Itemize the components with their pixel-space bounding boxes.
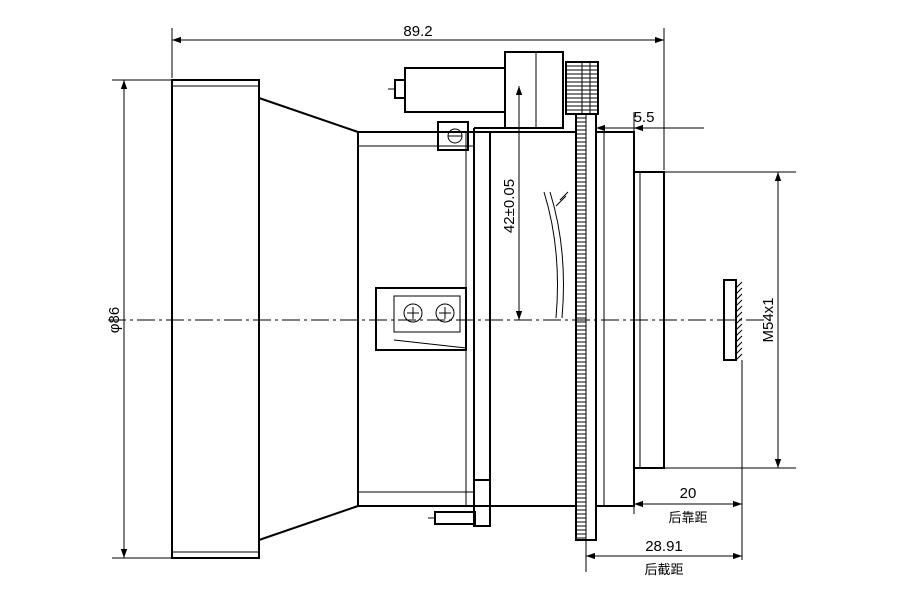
dim-back-intercept: 28.91 后截距 xyxy=(585,538,742,578)
height-tolerance-label: 42±0.05 xyxy=(501,179,518,233)
dim-outer-diameter: φ86 xyxy=(106,79,172,559)
mount-plate xyxy=(375,287,467,351)
lens-element xyxy=(543,191,569,319)
back-focal-value: 20 xyxy=(680,485,697,502)
conical-section xyxy=(258,97,359,541)
back-focal-caption: 后靠距 xyxy=(668,511,707,526)
thread-label: M54x1 xyxy=(760,297,777,342)
dim-flange-offset: 5.5 xyxy=(596,109,704,172)
dim-height-tolerance: 42±0.05 xyxy=(501,86,523,320)
motor-assembly xyxy=(388,51,564,132)
back-intercept-caption: 后截距 xyxy=(644,563,683,578)
overall-length-label: 89.2 xyxy=(403,23,432,40)
dim-back-focal: 20 后靠距 xyxy=(633,360,743,560)
dim-overall-length: 89.2 xyxy=(171,23,665,170)
bottom-bracket xyxy=(428,479,491,527)
outer-diameter-label: φ86 xyxy=(106,307,123,333)
dim-thread: M54x1 xyxy=(664,171,796,469)
flange-offset-label: 5.5 xyxy=(634,109,655,126)
gear-ring xyxy=(575,113,597,541)
bracket xyxy=(437,121,469,151)
front-barrel xyxy=(171,79,260,559)
back-intercept-value: 28.91 xyxy=(645,538,683,555)
sensor-plane xyxy=(723,279,743,361)
gear-knob xyxy=(565,61,599,115)
